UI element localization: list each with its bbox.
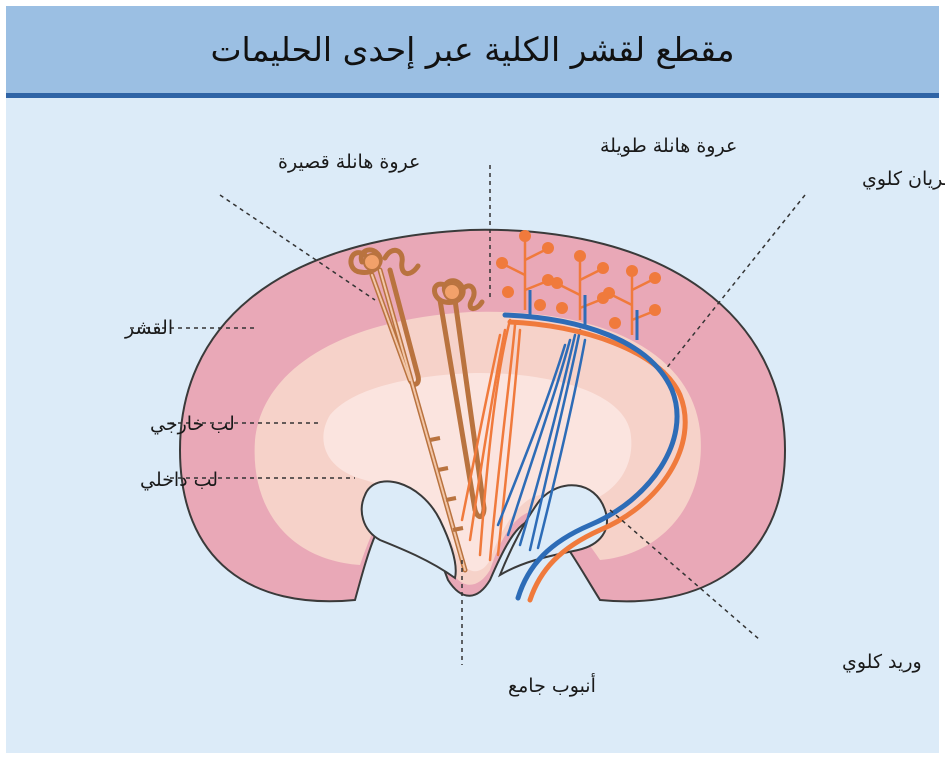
left-calyx-notch [360, 480, 457, 580]
cortex-label: القشر [124, 317, 173, 339]
outer-medulla-label: لب خارجي [150, 413, 235, 435]
short-loop-label: عروة هانلة قصيرة [278, 151, 420, 173]
right-calyx-notch [497, 484, 608, 578]
short-loop-glomerulus [363, 253, 381, 271]
renal-vein-vessel [502, 312, 680, 601]
cortical-glomeruli [496, 230, 661, 340]
leader-lines [130, 165, 806, 665]
renal-vein-label: وريد كلوي [842, 651, 922, 673]
renal-artery-vessel [507, 319, 688, 603]
long-loop-glomerulus [443, 283, 461, 301]
arterial-vasa-recta [460, 318, 522, 562]
diagram-title: مقطع لقشر الكلية عبر إحدى الحليمات [210, 30, 735, 69]
renal-artery-label: شريان كلوي [862, 168, 945, 190]
venous-vasa-recta [496, 328, 587, 552]
collecting-duct-branches [429, 436, 464, 532]
title-bar: مقطع لقشر الكلية عبر إحدى الحليمات [6, 6, 939, 98]
long-loop-label: عروة هانلة طويلة [600, 135, 737, 157]
collecting-duct-label: أنبوب جامع [508, 673, 596, 697]
diagram-frame: مقطع لقشر الكلية عبر إحدى الحليمات [6, 6, 939, 753]
inner-medulla-label: لب داخلي [140, 469, 218, 491]
